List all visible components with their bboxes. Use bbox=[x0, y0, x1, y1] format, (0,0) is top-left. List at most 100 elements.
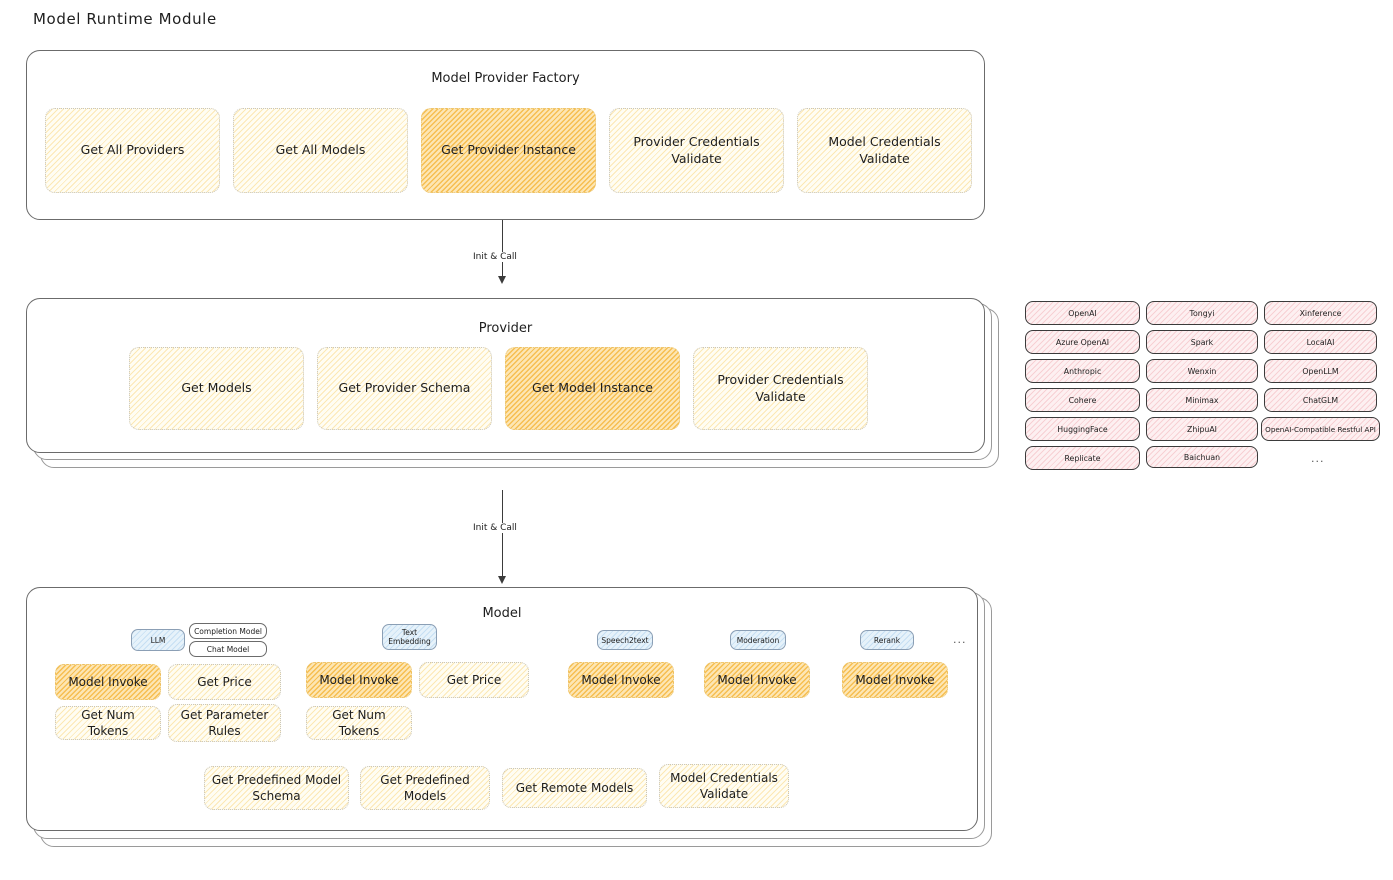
provider-tag-localai[interactable]: LocalAI bbox=[1264, 330, 1377, 354]
model-embedding-card-get-num-tokens[interactable]: Get Num Tokens bbox=[306, 706, 412, 740]
provider-card-get-model-instance[interactable]: Get Model Instance bbox=[505, 347, 680, 430]
provider-tag-wenxin-label: Wenxin bbox=[1187, 366, 1217, 376]
provider-tag-openai[interactable]: OpenAI bbox=[1025, 301, 1140, 325]
model-type-badge-llm-label: LLM bbox=[150, 635, 166, 645]
provider-card-provider-credentials-validate-label: Provider Credentials Validate bbox=[717, 371, 844, 404]
provider-tag-chatglm[interactable]: ChatGLM bbox=[1264, 388, 1377, 412]
provider-tag-chatglm-label: ChatGLM bbox=[1302, 395, 1339, 405]
model-llm-card-get-parameter-rules[interactable]: Get Parameter Rules bbox=[168, 704, 281, 742]
model-provider-factory-title: Model Provider Factory bbox=[431, 71, 580, 86]
provider-card-provider-credentials-validate[interactable]: Provider Credentials Validate bbox=[693, 347, 868, 430]
provider-tag-zhipuai-label: ZhipuAI bbox=[1187, 424, 1217, 434]
provider-title: Provider bbox=[478, 321, 533, 336]
model-embedding-card-model-invoke[interactable]: Model Invoke bbox=[306, 662, 412, 698]
factory-card-model-credentials-validate[interactable]: Model Credentials Validate bbox=[797, 108, 972, 193]
provider-card-get-provider-schema[interactable]: Get Provider Schema bbox=[317, 347, 492, 430]
arrow-provider-to-model-line bbox=[502, 490, 504, 578]
model-common-card-model-credentials-validate[interactable]: Model Credentials Validate bbox=[659, 764, 789, 808]
model-embedding-card-get-price[interactable]: Get Price bbox=[419, 662, 529, 698]
model-subtype-badge-completion-model[interactable]: Completion Model bbox=[189, 623, 267, 639]
provider-tag-replicate[interactable]: Replicate bbox=[1025, 446, 1140, 470]
model-llm-card-get-price-label: Get Price bbox=[197, 674, 252, 689]
provider-tag-openai-compatible-restful-api[interactable]: OpenAI-Compatible Restful API bbox=[1261, 417, 1380, 441]
provider-tag-tongyi-label: Tongyi bbox=[1189, 308, 1215, 318]
model-common-card-get-remote-models[interactable]: Get Remote Models bbox=[502, 768, 647, 808]
provider-tag-tongyi[interactable]: Tongyi bbox=[1146, 301, 1258, 325]
model-common-card-model-credentials-validate-label: Model Credentials Validate bbox=[670, 770, 778, 801]
provider-tag-openllm-label: OpenLLM bbox=[1302, 366, 1339, 376]
factory-card-get-all-providers-label: Get All Providers bbox=[80, 142, 185, 158]
model-title: Model bbox=[482, 606, 522, 621]
model-llm-card-model-invoke[interactable]: Model Invoke bbox=[55, 664, 161, 700]
model-llm-card-get-num-tokens-label: Get Num Tokens bbox=[81, 707, 135, 738]
provider-tag-openllm[interactable]: OpenLLM bbox=[1264, 359, 1377, 383]
factory-card-get-all-models-label: Get All Models bbox=[275, 142, 366, 158]
arrow-factory-to-provider-label: Init & Call bbox=[470, 252, 520, 262]
provider-tag-minimax[interactable]: Minimax bbox=[1146, 388, 1258, 412]
model-type-badge-moderation-label: Moderation bbox=[736, 635, 780, 645]
arrow-provider-to-model-head bbox=[498, 576, 506, 584]
provider-tag-cohere[interactable]: Cohere bbox=[1025, 388, 1140, 412]
factory-card-get-all-providers[interactable]: Get All Providers bbox=[45, 108, 220, 193]
provider-tag-openai-compatible-restful-api-label: OpenAI-Compatible Restful API bbox=[1265, 424, 1376, 434]
provider-tag-openai-label: OpenAI bbox=[1068, 308, 1097, 318]
model-common-card-get-predefined-models[interactable]: Get Predefined Models bbox=[360, 766, 490, 810]
factory-card-provider-credentials-validate-label: Provider Credentials Validate bbox=[633, 133, 760, 166]
model-type-badge-rerank[interactable]: Rerank bbox=[860, 630, 914, 650]
model-speech2text-card-model-invoke[interactable]: Model Invoke bbox=[568, 662, 674, 698]
model-subtype-badge-completion-model-label: Completion Model bbox=[194, 626, 262, 636]
model-type-badge-speech2text-label: Speech2text bbox=[601, 635, 649, 645]
model-subtype-badge-chat-model-label: Chat Model bbox=[206, 644, 250, 654]
provider-tag-xinference-label: Xinference bbox=[1299, 308, 1342, 318]
provider-tag-minimax-label: Minimax bbox=[1185, 395, 1219, 405]
model-embedding-card-get-price-label: Get Price bbox=[446, 672, 502, 687]
model-types-more-ellipsis: ... bbox=[953, 633, 967, 646]
model-embedding-card-model-invoke-label: Model Invoke bbox=[319, 672, 399, 687]
factory-card-provider-credentials-validate[interactable]: Provider Credentials Validate bbox=[609, 108, 784, 193]
provider-tag-huggingface-label: HuggingFace bbox=[1057, 424, 1108, 434]
factory-card-get-provider-instance[interactable]: Get Provider Instance bbox=[421, 108, 596, 193]
model-common-card-get-remote-models-label: Get Remote Models bbox=[515, 780, 634, 795]
model-common-card-get-predefined-models-label: Get Predefined Models bbox=[380, 772, 470, 803]
model-llm-card-get-price[interactable]: Get Price bbox=[168, 664, 281, 700]
provider-tag-cohere-label: Cohere bbox=[1068, 395, 1097, 405]
model-subtype-badge-chat-model[interactable]: Chat Model bbox=[189, 641, 267, 657]
model-type-badge-moderation[interactable]: Moderation bbox=[730, 630, 786, 650]
provider-tag-xinference[interactable]: Xinference bbox=[1264, 301, 1377, 325]
model-common-card-get-predefined-model-schema[interactable]: Get Predefined Model Schema bbox=[204, 766, 349, 810]
arrow-provider-to-model-label: Init & Call bbox=[470, 523, 520, 533]
arrow-factory-to-provider-line bbox=[502, 220, 504, 278]
provider-card-get-models[interactable]: Get Models bbox=[129, 347, 304, 430]
model-rerank-card-model-invoke[interactable]: Model Invoke bbox=[842, 662, 948, 698]
provider-list-more-ellipsis: ... bbox=[1311, 452, 1325, 465]
provider-tag-azure-openai-label: Azure OpenAI bbox=[1055, 337, 1110, 347]
provider-tag-wenxin[interactable]: Wenxin bbox=[1146, 359, 1258, 383]
factory-card-model-credentials-validate-label: Model Credentials Validate bbox=[828, 133, 941, 166]
model-llm-card-get-num-tokens[interactable]: Get Num Tokens bbox=[55, 706, 161, 740]
model-type-badge-speech2text[interactable]: Speech2text bbox=[597, 630, 653, 650]
provider-tag-spark[interactable]: Spark bbox=[1146, 330, 1258, 354]
model-type-badge-text-embedding-label: Text Embedding bbox=[388, 628, 431, 646]
provider-tag-zhipuai[interactable]: ZhipuAI bbox=[1146, 417, 1258, 441]
model-type-badge-text-embedding[interactable]: Text Embedding bbox=[382, 624, 437, 650]
provider-panel: Provider Get Models Get Provider Schema … bbox=[26, 298, 985, 453]
page-title: Model Runtime Module bbox=[33, 10, 217, 28]
model-rerank-card-model-invoke-label: Model Invoke bbox=[855, 672, 935, 687]
provider-tag-azure-openai[interactable]: Azure OpenAI bbox=[1025, 330, 1140, 354]
arrow-factory-to-provider-head bbox=[498, 276, 506, 284]
provider-tag-localai-label: LocalAI bbox=[1306, 337, 1335, 347]
provider-tag-spark-label: Spark bbox=[1190, 337, 1214, 347]
provider-tag-anthropic[interactable]: Anthropic bbox=[1025, 359, 1140, 383]
provider-card-get-models-label: Get Models bbox=[181, 380, 252, 396]
provider-tag-huggingface[interactable]: HuggingFace bbox=[1025, 417, 1140, 441]
provider-tag-baichuan[interactable]: Baichuan bbox=[1146, 446, 1258, 468]
model-moderation-card-model-invoke[interactable]: Model Invoke bbox=[704, 662, 810, 698]
model-moderation-card-model-invoke-label: Model Invoke bbox=[717, 672, 797, 687]
model-provider-factory-panel: Model Provider Factory Get All Providers… bbox=[26, 50, 985, 220]
model-type-badge-rerank-label: Rerank bbox=[873, 635, 901, 645]
factory-card-get-all-models[interactable]: Get All Models bbox=[233, 108, 408, 193]
model-speech2text-card-model-invoke-label: Model Invoke bbox=[581, 672, 661, 687]
model-panel: Model LLM Completion Model Chat Model Te… bbox=[26, 587, 978, 831]
model-type-badge-llm[interactable]: LLM bbox=[131, 629, 185, 651]
provider-tag-replicate-label: Replicate bbox=[1064, 453, 1101, 463]
